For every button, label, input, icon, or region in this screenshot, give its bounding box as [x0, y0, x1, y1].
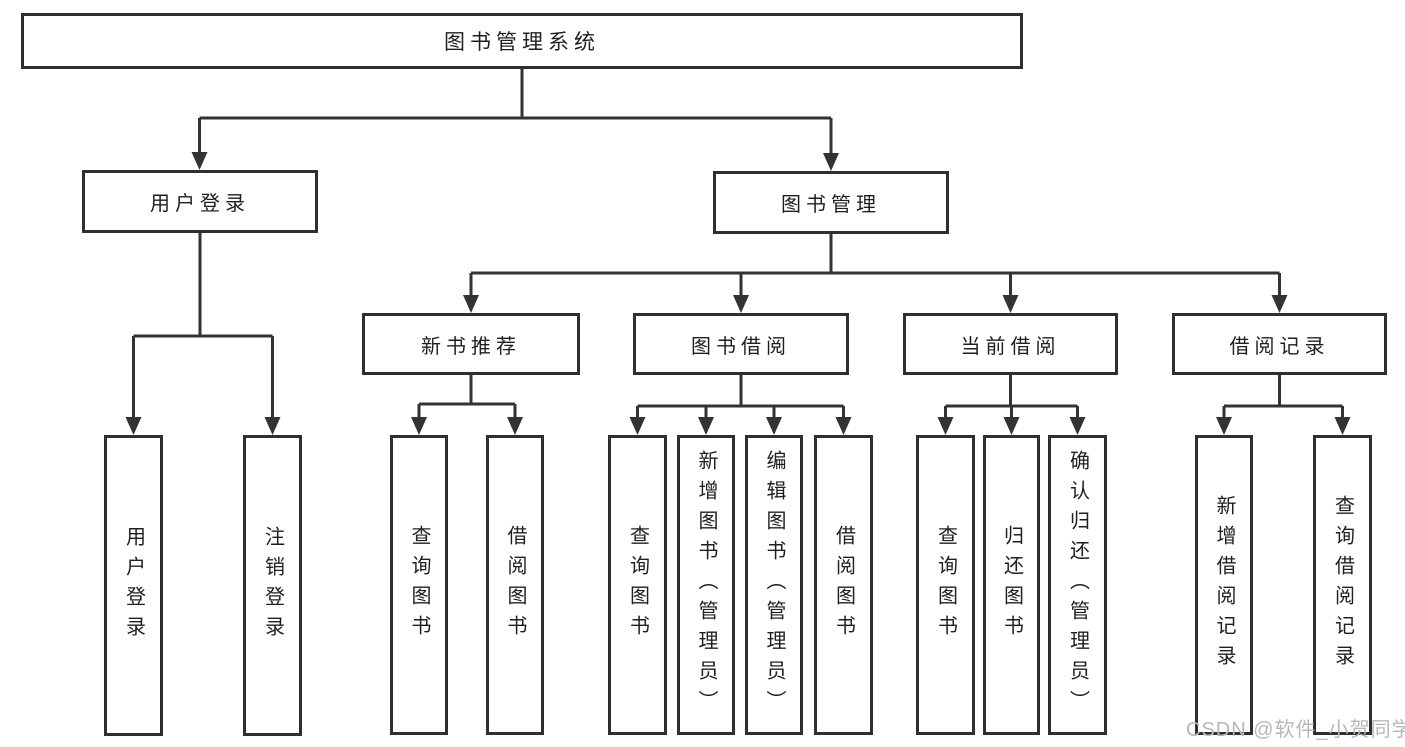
node-leaf-bb-edit-book-admin: 编辑图书（管理员）: [745, 435, 803, 735]
node-leaf-bb-borrow-book: 借阅图书: [814, 435, 873, 735]
node-user-login: 用户登录: [82, 170, 318, 233]
arrowhead-down: [766, 417, 782, 435]
node-leaf-logout: 注销登录: [243, 435, 302, 736]
watermark: CSDN @软件_小贺同学: [1186, 719, 1405, 741]
connector-new-book-children: [417, 375, 517, 417]
node-leaf-br-add-record: 新增借阅记录: [1195, 435, 1253, 735]
arrowhead-down: [1271, 295, 1288, 313]
node-book-management: 图书管理: [713, 171, 949, 234]
arrowhead-down: [411, 417, 427, 435]
connector-user-login-children: [132, 233, 274, 417]
node-leaf-user-login: 用户登录: [104, 435, 163, 736]
node-book-borrow: 图书借阅: [633, 313, 849, 375]
arrowhead-down: [835, 417, 852, 435]
connector-borrow-record-children: [1222, 375, 1344, 417]
arrowhead-down: [191, 152, 208, 170]
arrowhead-down: [125, 417, 142, 435]
arrowhead-down: [507, 417, 523, 435]
arrowhead-down: [463, 295, 479, 313]
arrowhead-down: [698, 417, 714, 435]
node-current-borrow: 当前借阅: [903, 313, 1118, 375]
node-leaf-br-query-record: 查询借阅记录: [1313, 435, 1372, 735]
node-leaf-bb-add-book-admin: 新增图书（管理员）: [677, 435, 735, 735]
connector-current-borrow-children: [944, 375, 1079, 417]
connector-root-to-level1: [198, 69, 833, 153]
node-borrow-record: 借阅记录: [1172, 313, 1387, 375]
arrowhead-down: [629, 417, 646, 435]
node-new-book-recommend: 新书推荐: [362, 313, 580, 375]
arrowhead-down: [937, 417, 954, 435]
arrowhead-down: [733, 295, 749, 313]
connector-book-mgmt-children: [469, 234, 1281, 295]
connector-book-borrow-children: [636, 375, 845, 417]
arrowhead-down: [1334, 417, 1351, 435]
arrowhead-down: [823, 153, 839, 171]
node-leaf-bb-query-book: 查询图书: [608, 435, 667, 735]
arrowhead-down: [1003, 417, 1020, 435]
node-leaf-nb-borrow-book: 借阅图书: [486, 435, 544, 735]
node-root-library-system: 图书管理系统: [21, 13, 1023, 69]
arrowhead-down: [1216, 417, 1232, 435]
arrowhead-down: [1002, 295, 1019, 313]
node-leaf-cb-return-book: 归还图书: [983, 435, 1040, 735]
arrowhead-down: [1069, 417, 1086, 435]
node-leaf-cb-confirm-return-admin: 确认归还（管理员）: [1048, 435, 1107, 735]
node-leaf-cb-query-book: 查询图书: [916, 435, 975, 735]
arrowhead-down: [264, 417, 281, 435]
node-leaf-nb-query-book: 查询图书: [390, 435, 448, 735]
